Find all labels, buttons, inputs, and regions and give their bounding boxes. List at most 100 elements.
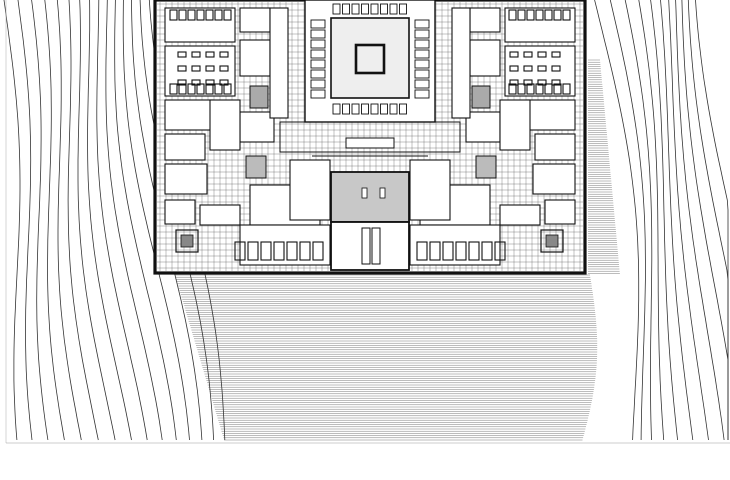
entrance-door-right bbox=[371, 227, 381, 265]
lift-shaft-right bbox=[471, 85, 491, 109]
contour-line bbox=[31, 0, 49, 441]
desk bbox=[551, 51, 561, 58]
desk bbox=[509, 51, 519, 58]
corridor-bench bbox=[345, 137, 395, 149]
contour-line bbox=[77, 0, 116, 441]
room bbox=[164, 133, 206, 161]
cell bbox=[178, 9, 187, 21]
cell bbox=[562, 9, 571, 21]
cloister-cell bbox=[351, 3, 360, 15]
contour-line bbox=[650, 0, 678, 441]
room bbox=[269, 7, 289, 119]
room bbox=[239, 7, 271, 33]
cell bbox=[214, 83, 223, 95]
cell bbox=[169, 9, 178, 21]
cell bbox=[508, 83, 517, 95]
cloister-cell bbox=[310, 69, 326, 79]
desk bbox=[537, 51, 547, 58]
desk bbox=[537, 79, 547, 86]
room bbox=[499, 204, 541, 226]
cloister-cell bbox=[370, 103, 379, 115]
lobby-column-left bbox=[361, 187, 368, 199]
cloister-cell bbox=[361, 3, 369, 15]
cell bbox=[169, 83, 178, 95]
cell bbox=[526, 83, 535, 95]
cell bbox=[553, 9, 562, 21]
room bbox=[209, 99, 241, 151]
desk bbox=[551, 65, 561, 72]
desk bbox=[509, 79, 519, 86]
cloister-cell bbox=[380, 3, 388, 15]
contour-line bbox=[44, 0, 65, 441]
cell bbox=[526, 9, 535, 21]
cloister-cell bbox=[351, 103, 360, 115]
cell bbox=[517, 9, 526, 21]
desk bbox=[219, 79, 229, 86]
desk bbox=[523, 65, 533, 72]
transverse-corridor bbox=[279, 121, 461, 153]
contour-line bbox=[660, 0, 694, 441]
cloister-cell bbox=[399, 103, 407, 115]
cell bbox=[223, 9, 232, 21]
cloister-cell bbox=[380, 103, 388, 115]
desk bbox=[523, 79, 533, 86]
room bbox=[504, 7, 576, 43]
contour-line bbox=[668, 0, 709, 441]
central-courtyard bbox=[330, 17, 410, 99]
square-icon bbox=[354, 43, 386, 75]
contour-line bbox=[3, 0, 21, 441]
hatched-lawn-area bbox=[175, 59, 620, 441]
contour-line bbox=[122, 0, 190, 441]
contour-line bbox=[96, 0, 148, 441]
contour-line bbox=[114, 0, 177, 441]
contour-line bbox=[105, 0, 163, 441]
cloister-cell bbox=[332, 3, 341, 15]
cell bbox=[562, 83, 571, 95]
contour-lines-left bbox=[3, 0, 226, 441]
cloister-cell bbox=[414, 69, 430, 79]
contour-line bbox=[675, 0, 725, 441]
cell bbox=[455, 241, 467, 261]
left-wing-rooms bbox=[164, 7, 331, 266]
room bbox=[544, 199, 576, 225]
desk bbox=[191, 79, 201, 86]
cloister-cell bbox=[370, 3, 379, 15]
cell bbox=[312, 241, 324, 261]
room bbox=[409, 224, 501, 266]
cell bbox=[214, 9, 223, 21]
building-floor-plan bbox=[153, 0, 587, 275]
desk bbox=[205, 79, 215, 86]
room bbox=[289, 159, 331, 221]
room bbox=[465, 111, 501, 143]
cell bbox=[260, 241, 272, 261]
cloister-cell bbox=[361, 103, 369, 115]
room bbox=[534, 133, 576, 161]
cell bbox=[205, 83, 214, 95]
cell bbox=[544, 9, 553, 21]
cloister-cell bbox=[310, 39, 326, 49]
cloister-cell bbox=[399, 3, 407, 15]
cloister-cell bbox=[414, 29, 430, 39]
cell bbox=[286, 241, 298, 261]
lift-shaft-left bbox=[249, 85, 269, 109]
cloister-cell bbox=[414, 49, 430, 59]
cell bbox=[196, 9, 205, 21]
room bbox=[532, 163, 576, 195]
contour-line bbox=[609, 0, 646, 441]
cell bbox=[442, 241, 454, 261]
contour-line bbox=[594, 0, 640, 441]
stair-tower-right bbox=[540, 229, 564, 253]
stair-icon bbox=[175, 229, 199, 253]
cloister-cell bbox=[414, 89, 430, 99]
room bbox=[199, 204, 241, 226]
desk bbox=[177, 65, 187, 72]
cloister-cell bbox=[389, 3, 398, 15]
cloister-cell bbox=[310, 49, 326, 59]
desk bbox=[219, 51, 229, 58]
room bbox=[239, 111, 275, 143]
cloister-cell bbox=[389, 103, 398, 115]
cloister-cell bbox=[414, 79, 430, 89]
desk bbox=[191, 65, 201, 72]
cloister-cell bbox=[310, 19, 326, 29]
